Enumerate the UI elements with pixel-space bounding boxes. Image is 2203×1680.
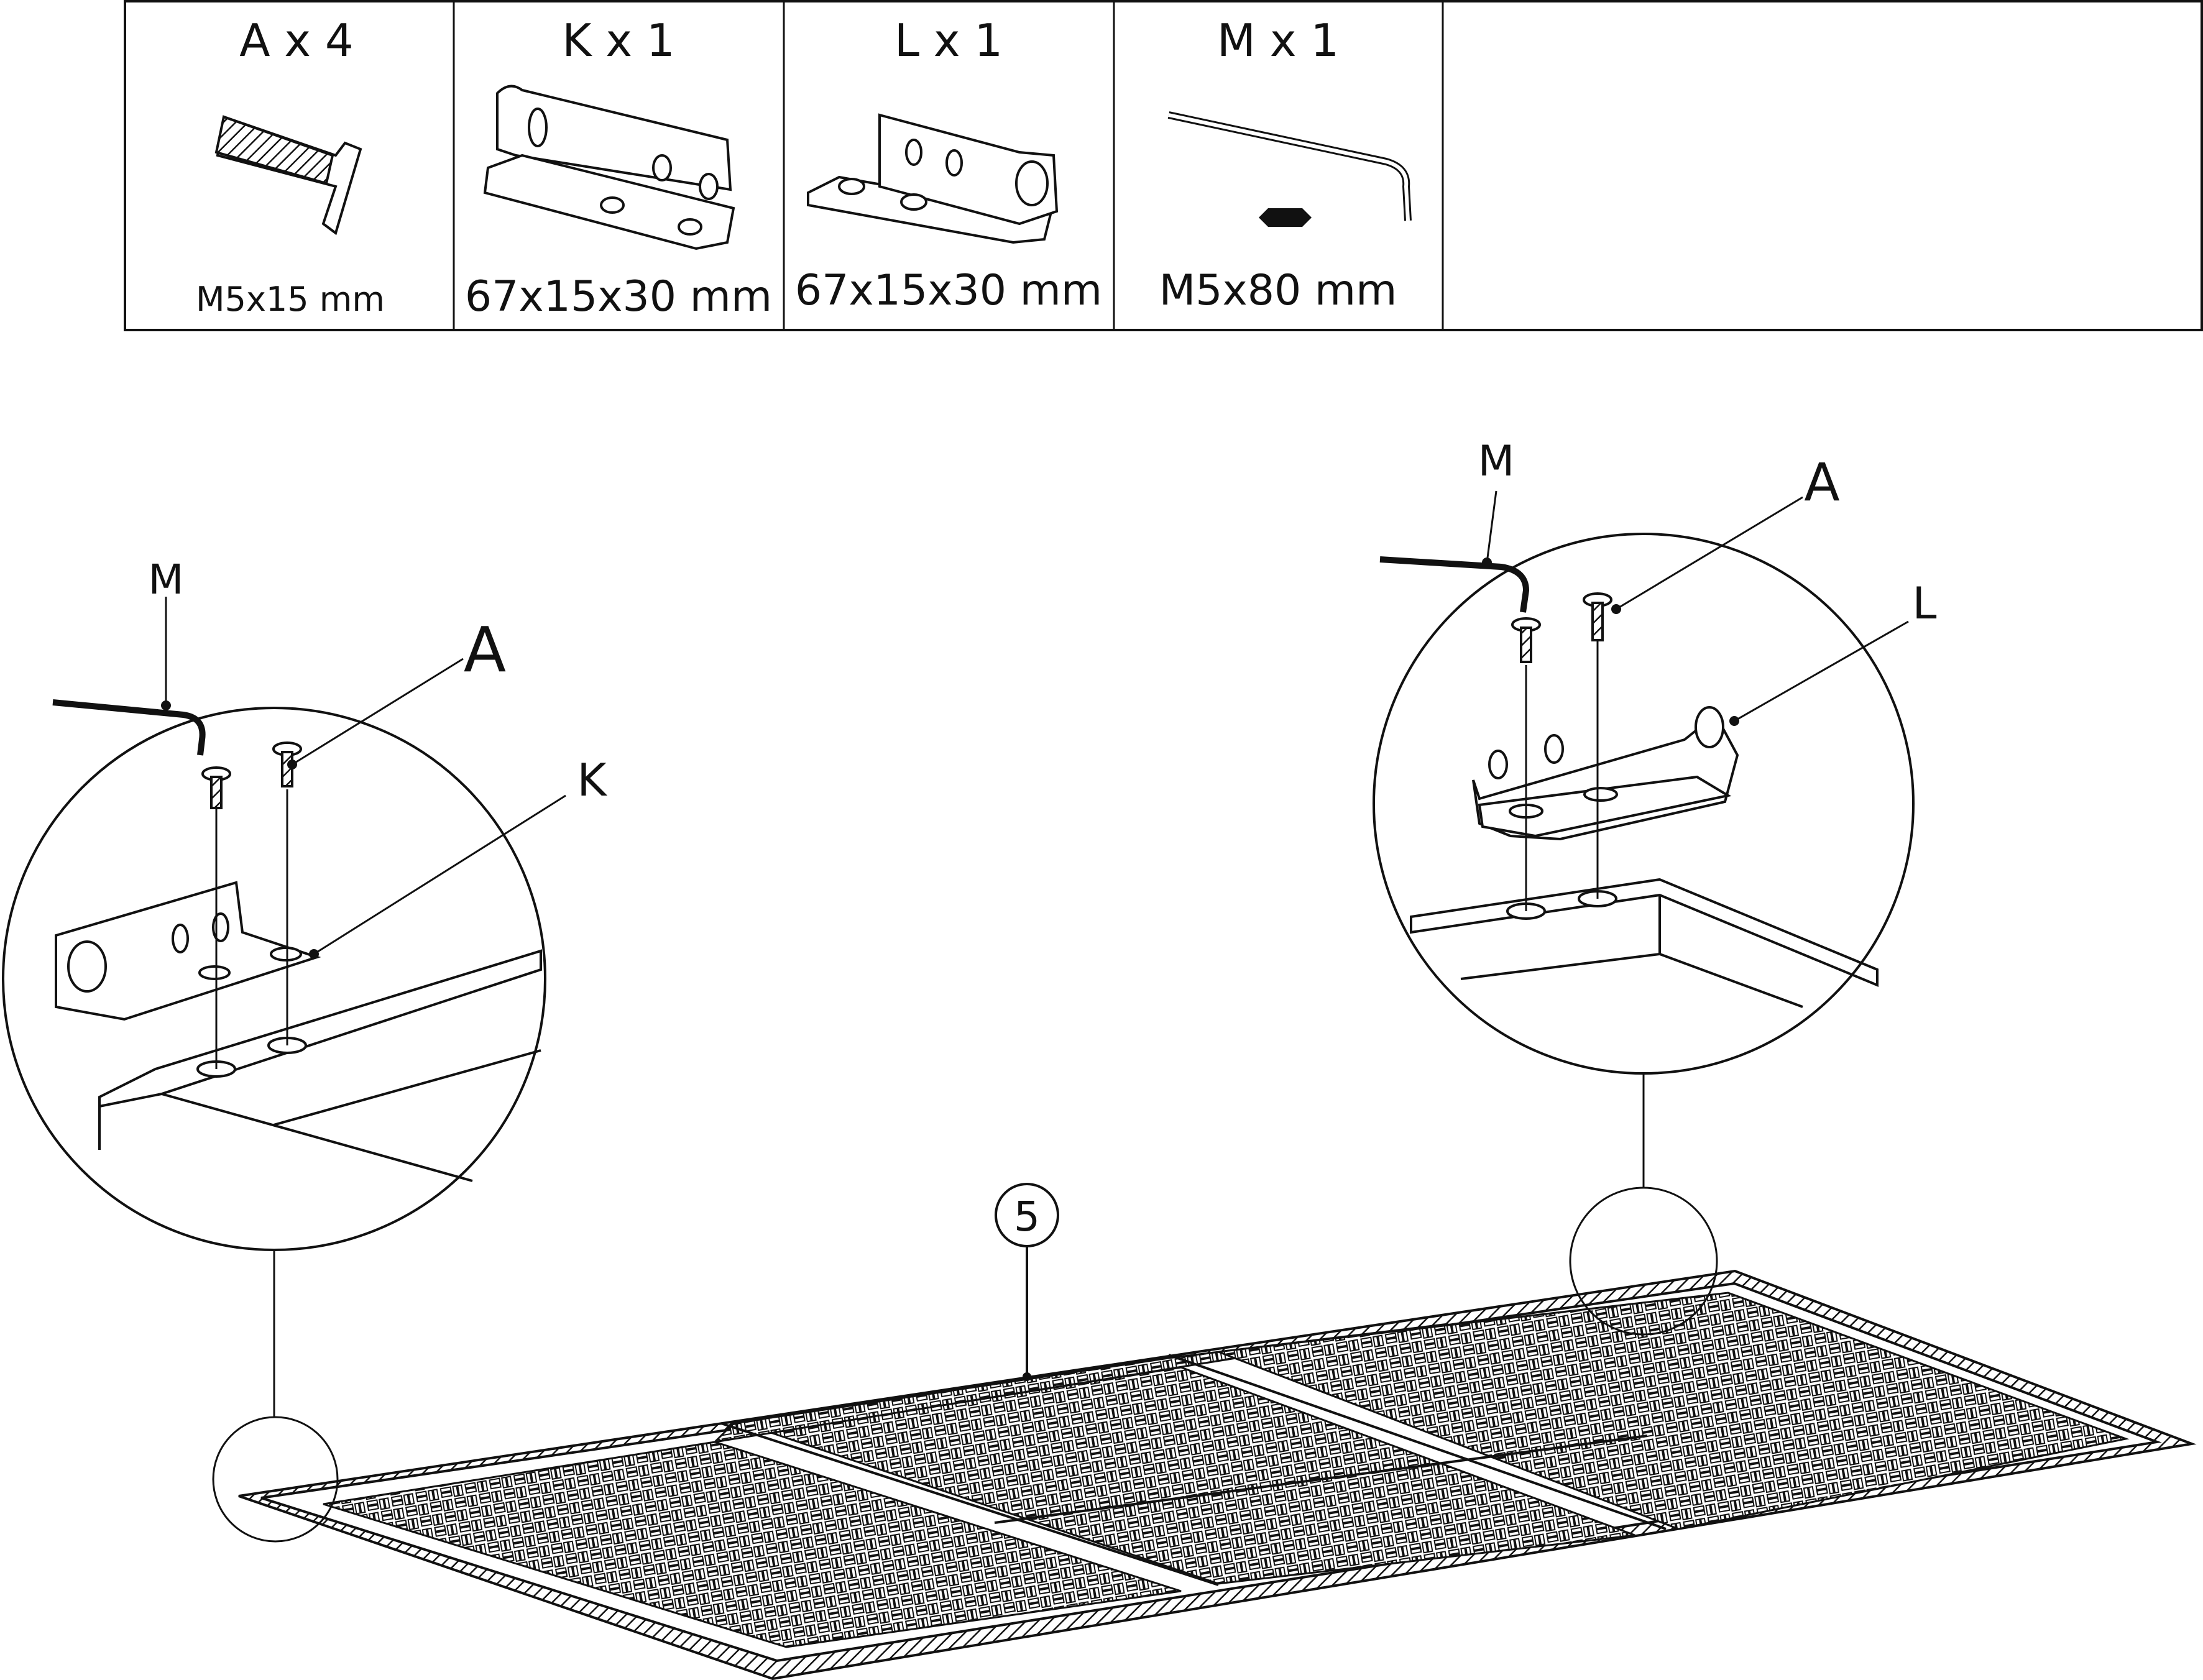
- right-detail-view: [1373, 533, 1915, 1075]
- hinge-l-detail: [1472, 706, 1739, 920]
- board-panel: [238, 1269, 2197, 1680]
- part-a-size: M5x15 mm: [196, 280, 385, 319]
- part-l-label: L x 1: [895, 14, 1003, 67]
- step-callout: 5: [995, 1183, 1059, 1381]
- right-label-m: M: [1478, 437, 1515, 486]
- hex-key-detail: [52, 699, 206, 756]
- part-k-label: K x 1: [562, 14, 674, 67]
- screw-a-detail: [201, 741, 302, 809]
- part-m-size: M5x80 mm: [1159, 266, 1397, 315]
- hinge-l-icon: [807, 113, 1059, 244]
- hex-key-detail-right: [1379, 556, 1530, 613]
- parts-table: A x 4 K x 1 L x 1 M x 1 M5x15 mm 67x15x3…: [124, 0, 2203, 331]
- screw-a-detail-right: [1511, 592, 1612, 663]
- left-detail-marker: [212, 1416, 339, 1543]
- part-l-size: 67x15x30 mm: [795, 266, 1102, 315]
- left-label-k: K: [577, 754, 607, 806]
- hex-key-icon: [1167, 111, 1412, 227]
- part-m-label: M x 1: [1217, 14, 1339, 67]
- part-a-label: A x 4: [239, 14, 353, 67]
- left-detail-view: [2, 699, 546, 1251]
- left-label-m: M: [149, 556, 184, 604]
- right-label-a: A: [1804, 452, 1839, 513]
- hinge-k-icon: [483, 85, 735, 250]
- right-label-l: L: [1913, 578, 1937, 629]
- left-label-a: A: [464, 613, 506, 686]
- part-k-size: 67x15x30 mm: [465, 272, 772, 321]
- screw-icon: [214, 115, 362, 236]
- step-number: 5: [1014, 1193, 1040, 1241]
